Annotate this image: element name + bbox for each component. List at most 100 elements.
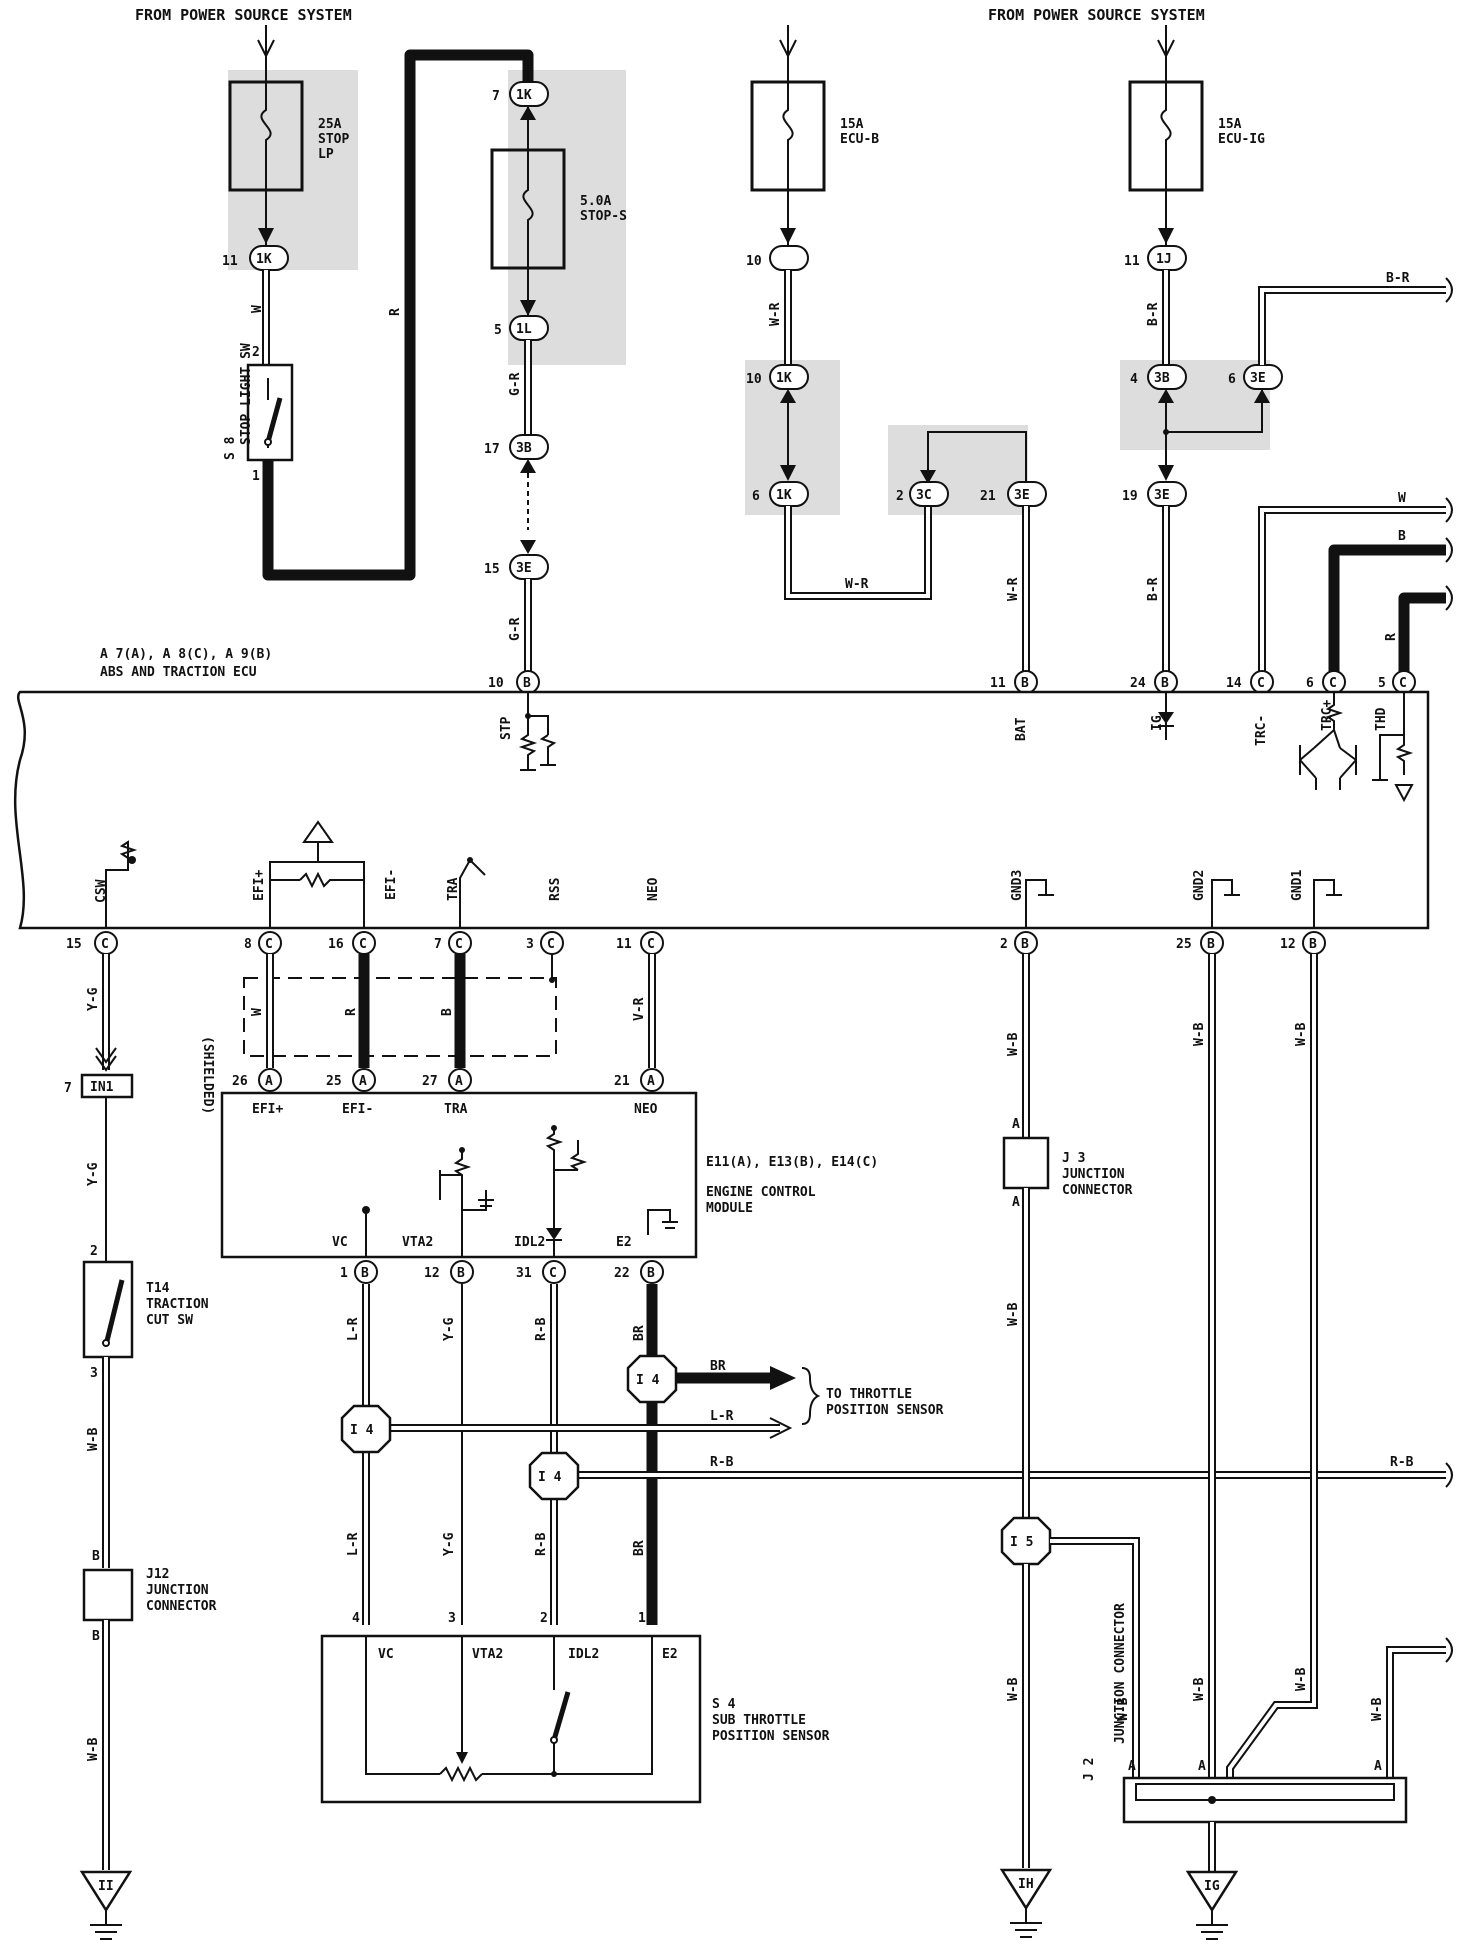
svg-text:TRA: TRA	[446, 877, 461, 901]
svg-text:VTA2: VTA2	[402, 1235, 433, 1250]
svg-text:A: A	[1012, 1117, 1020, 1132]
svg-text:1: 1	[638, 1611, 646, 1626]
svg-text:W-B: W-B	[1006, 1302, 1021, 1326]
svg-text:1J: 1J	[1156, 252, 1172, 267]
svg-text:B: B	[92, 1629, 100, 1644]
svg-text:5: 5	[1378, 676, 1386, 691]
svg-text:B: B	[1398, 529, 1406, 544]
svg-text:JUNCTION: JUNCTION	[146, 1583, 209, 1598]
svg-text:EFI-: EFI-	[384, 869, 399, 900]
svg-text:3E: 3E	[1014, 488, 1030, 503]
svg-text:CUT SW: CUT SW	[146, 1313, 193, 1328]
svg-text:W-B: W-B	[1294, 1022, 1309, 1046]
svg-text:A: A	[359, 1074, 367, 1089]
svg-text:B: B	[440, 1008, 455, 1016]
splice-i4-rb	[528, 1451, 580, 1501]
svg-text:21: 21	[980, 489, 996, 504]
svg-text:EFI-: EFI-	[342, 1102, 373, 1117]
svg-text:POSITION SENSOR: POSITION SENSOR	[712, 1729, 830, 1744]
svg-text:R-B: R-B	[710, 1455, 734, 1470]
svg-text:CONNECTOR: CONNECTOR	[146, 1599, 217, 1614]
svg-text:1K: 1K	[516, 88, 532, 103]
ground-ii	[79, 1870, 133, 1913]
svg-text:Y-G: Y-G	[442, 1317, 457, 1341]
svg-text:1K: 1K	[256, 252, 272, 267]
svg-text:IDL2: IDL2	[514, 1235, 545, 1250]
svg-text:14: 14	[1226, 676, 1242, 691]
svg-text:STOP: STOP	[318, 132, 349, 147]
svg-text:C: C	[265, 937, 273, 952]
junction-j12	[82, 1568, 134, 1622]
svg-text:A: A	[1128, 1759, 1136, 1774]
svg-text:7: 7	[64, 1081, 72, 1096]
svg-text:R: R	[344, 1008, 359, 1016]
svg-text:2: 2	[540, 1611, 548, 1626]
svg-text:15: 15	[66, 937, 82, 952]
svg-text:15A: 15A	[840, 117, 864, 132]
svg-text:2: 2	[896, 489, 904, 504]
svg-text:TO THROTTLE: TO THROTTLE	[826, 1387, 912, 1402]
svg-text:B: B	[1207, 937, 1215, 952]
svg-text:R: R	[388, 308, 403, 316]
svg-text:W-B: W-B	[86, 1737, 101, 1761]
svg-text:2: 2	[1000, 937, 1008, 952]
svg-text:1K: 1K	[776, 371, 792, 386]
svg-text:W-B: W-B	[1116, 1697, 1131, 1721]
svg-text:Y-G: Y-G	[86, 987, 101, 1011]
splice-i4-br	[626, 1354, 678, 1404]
svg-text:12: 12	[424, 1266, 440, 1281]
svg-text:STOP LIGHT SW: STOP LIGHT SW	[239, 343, 254, 445]
svg-text:W-R: W-R	[1006, 577, 1021, 601]
svg-text:3E: 3E	[1250, 371, 1266, 386]
header-left: FROM POWER SOURCE SYSTEM	[135, 6, 352, 24]
svg-text:10: 10	[746, 372, 762, 387]
svg-text:W-B: W-B	[1006, 1677, 1021, 1701]
ground-ih	[999, 1868, 1053, 1911]
svg-text:25: 25	[326, 1074, 342, 1089]
svg-text:CONNECTOR: CONNECTOR	[1062, 1183, 1133, 1198]
svg-text:2: 2	[90, 1244, 98, 1259]
svg-text:SUB THROTTLE: SUB THROTTLE	[712, 1713, 806, 1728]
svg-text:JUNCTION: JUNCTION	[1062, 1167, 1125, 1182]
svg-text:W-B: W-B	[1192, 1677, 1207, 1701]
svg-text:4: 4	[1130, 372, 1138, 387]
svg-text:S 4: S 4	[712, 1697, 736, 1712]
svg-text:5: 5	[494, 323, 502, 338]
svg-text:B-R: B-R	[1146, 577, 1161, 601]
svg-text:R-B: R-B	[1390, 1455, 1414, 1470]
svg-text:6: 6	[1306, 676, 1314, 691]
svg-text:W: W	[250, 305, 265, 313]
svg-text:B: B	[1021, 676, 1029, 691]
svg-text:B: B	[92, 1549, 100, 1564]
svg-text:T14: T14	[146, 1281, 170, 1296]
svg-text:5.0A: 5.0A	[580, 194, 611, 209]
ground-ig	[1185, 1870, 1239, 1913]
svg-text:IG: IG	[1150, 715, 1165, 731]
svg-text:GND3: GND3	[1010, 870, 1025, 901]
svg-text:B: B	[361, 1266, 369, 1281]
svg-text:31: 31	[516, 1266, 532, 1281]
svg-text:ECU-IG: ECU-IG	[1218, 132, 1265, 147]
svg-text:3C: 3C	[916, 488, 932, 503]
svg-text:27: 27	[422, 1074, 438, 1089]
svg-text:JUNCTION CONNECTOR: JUNCTION CONNECTOR	[1113, 1603, 1128, 1744]
svg-text:A 7(A), A 8(C), A 9(B): A 7(A), A 8(C), A 9(B)	[100, 647, 272, 662]
svg-text:3E: 3E	[1154, 488, 1170, 503]
svg-text:3E: 3E	[516, 561, 532, 576]
svg-text:J12: J12	[146, 1567, 169, 1582]
svg-text:BR: BR	[632, 1325, 647, 1341]
svg-text:VTA2: VTA2	[472, 1647, 503, 1662]
svg-text:E2: E2	[616, 1235, 632, 1250]
svg-text:B: B	[1309, 937, 1317, 952]
svg-text:10: 10	[488, 676, 504, 691]
svg-text:1: 1	[252, 469, 260, 484]
svg-text:BR: BR	[710, 1359, 726, 1374]
svg-text:EFI+: EFI+	[252, 870, 267, 901]
svg-text:C: C	[101, 937, 109, 952]
svg-text:10: 10	[746, 254, 762, 269]
svg-text:ECU-B: ECU-B	[840, 132, 879, 147]
svg-text:4: 4	[352, 1611, 360, 1626]
svg-text:IN1: IN1	[90, 1080, 114, 1095]
svg-text:LP: LP	[318, 147, 334, 162]
